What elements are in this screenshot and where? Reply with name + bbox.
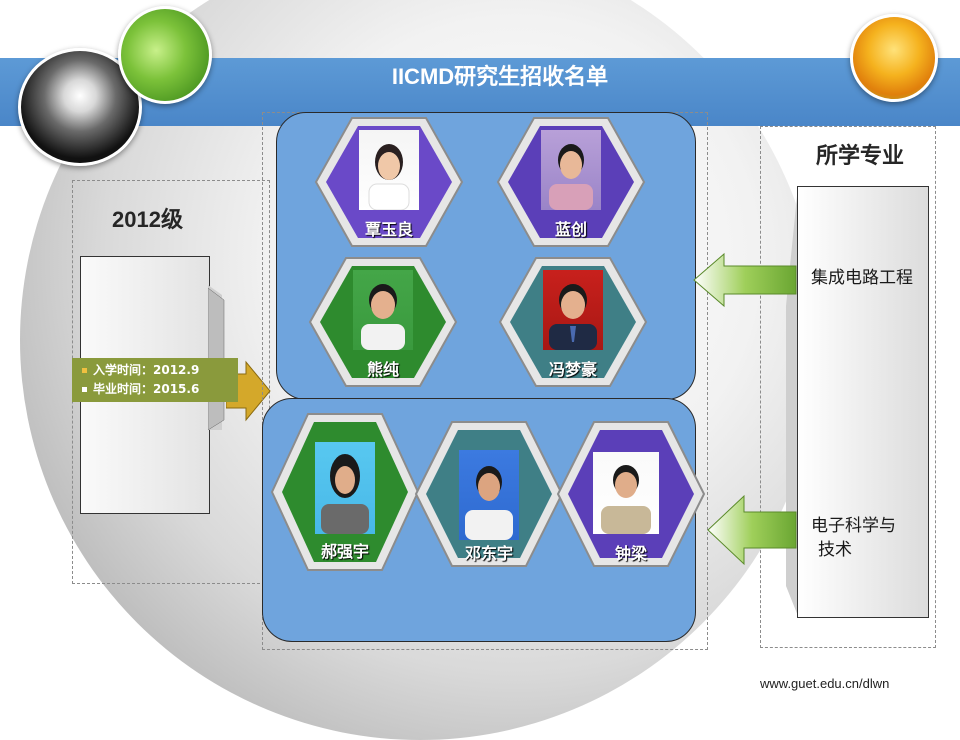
student-card: 郝强宇: [270, 412, 420, 571]
student-card: 熊纯: [308, 256, 458, 388]
student-photo: [541, 130, 601, 210]
date-info-box: 入学时间：2012.9 毕业时间：2015.6: [72, 358, 238, 402]
student-name: 邓东宇: [464, 544, 513, 563]
graduate-time-row: 毕业时间：2015.6: [72, 380, 238, 399]
major-electronic-science-line1: 电子科学与: [811, 516, 896, 535]
student-card: 冯梦豪: [498, 256, 648, 388]
year-label: 2012级: [112, 207, 183, 232]
student-card: 钟梁: [556, 420, 706, 567]
student-photo: [543, 270, 603, 350]
student-photo: [315, 442, 375, 534]
major-electronic-science-line2: 技术: [818, 540, 852, 559]
student-card: 覃玉良: [314, 116, 464, 248]
major-card: [797, 186, 929, 618]
footer-url: www.guet.edu.cn/dlwn: [760, 676, 890, 691]
student-name: 熊纯: [366, 360, 399, 379]
major-section-frame: [760, 126, 936, 648]
student-name: 冯梦豪: [548, 360, 597, 379]
major-heading: 所学专业: [815, 143, 904, 168]
enroll-time-row: 入学时间：2012.9: [72, 361, 238, 380]
slide-title: IICMD研究生招收名单: [391, 64, 609, 89]
green-arrow-left: [707, 494, 797, 566]
student-name: 郝强宇: [320, 542, 369, 561]
student-name: 钟梁: [614, 544, 647, 563]
green-arrow-left: [693, 252, 797, 308]
enroll-time: 入学时间：2012.9: [93, 363, 200, 377]
tulip-image: [850, 14, 938, 102]
graduate-time: 毕业时间：2015.6: [93, 382, 200, 396]
student-name: 蓝创: [554, 220, 587, 239]
student-photo: [359, 130, 419, 210]
student-card: 蓝创: [496, 116, 646, 248]
student-card: 邓东宇: [414, 420, 564, 567]
major-ic-engineering: 集成电路工程: [811, 268, 913, 287]
student-photo: [459, 450, 519, 540]
student-photo: [353, 270, 413, 350]
student-name: 覃玉良: [364, 220, 413, 239]
student-photo: [593, 452, 659, 534]
leaf-image: [118, 6, 212, 104]
